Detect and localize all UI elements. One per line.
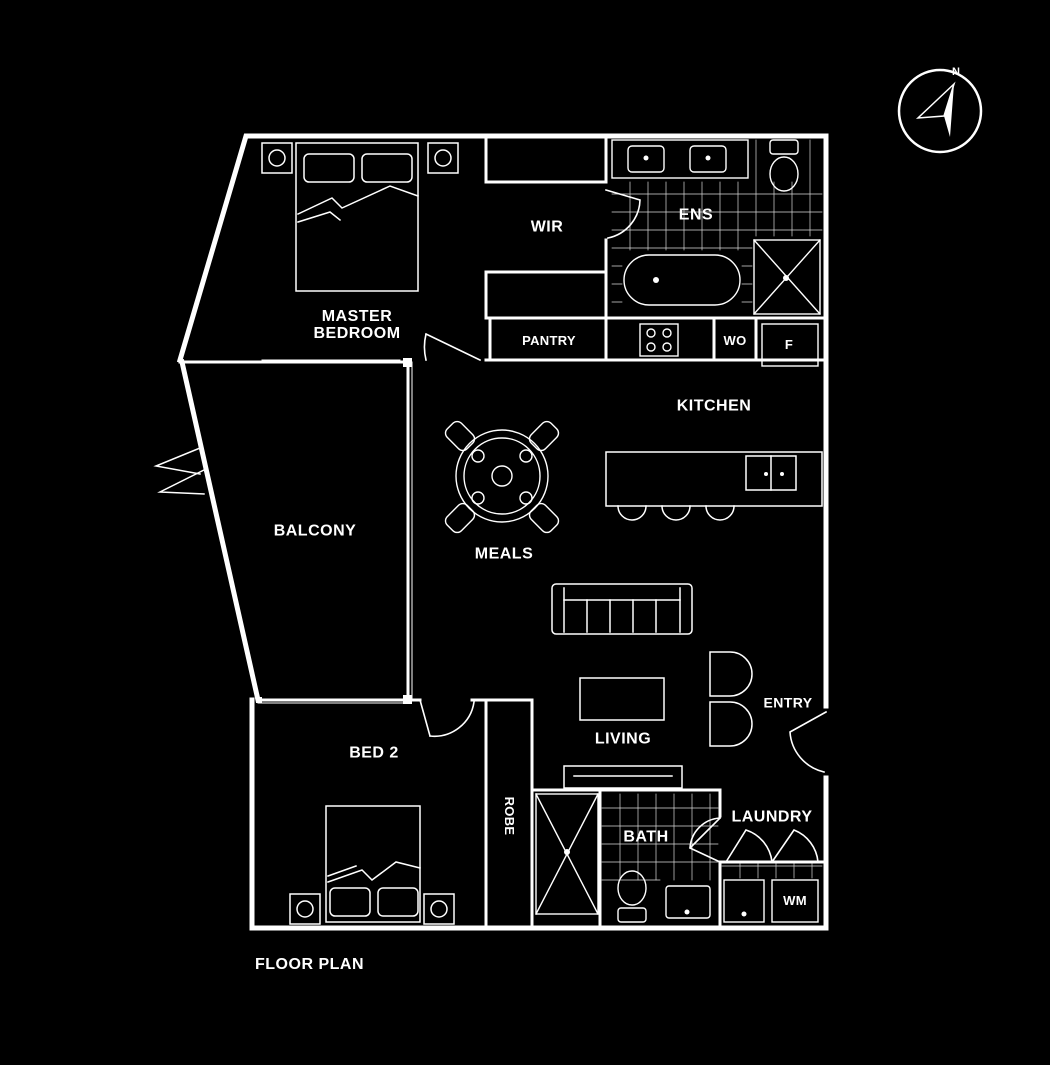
coffee-table-and-chairs [563,651,753,789]
meals-label: MEALS [474,545,534,563]
ens-label: ENS [678,206,714,224]
north-label: N [952,66,960,78]
laundry-label: LAUNDRY [731,808,813,826]
washing-machine-label: WM [783,893,807,909]
master-bedroom-label: MASTER BEDROOM [313,308,401,343]
living-label: LIVING [594,730,652,748]
floor-plan-caption: FLOOR PLAN [255,956,364,973]
kitchen-cooktop [639,323,819,367]
bath-label: BATH [623,828,669,846]
north-arrow-icon [897,68,983,154]
ensuite-fixtures [611,139,821,315]
kitchen-label: KITCHEN [676,397,752,415]
bath-tiles [601,793,823,881]
wir-label: WIR [530,218,564,236]
wall-posts [256,358,412,704]
wo-label: WO [723,333,747,349]
balcony-label: BALCONY [273,522,357,540]
bed-2 [289,805,455,925]
fridge-label: F [784,337,794,353]
master-bed [261,142,459,292]
ensuite-tiles [611,139,823,303]
sofa [551,583,693,635]
interior-walls [178,138,828,930]
door-swings [419,189,828,864]
robe-label: ROBE [501,796,517,836]
dining-table [444,420,560,534]
outer-walls [176,133,830,931]
kitchen-island [605,451,823,521]
balcony-sliding-doors [153,447,206,495]
pantry-label: PANTRY [522,333,576,349]
entry-label: ENTRY [763,694,813,711]
master-label-line2: BEDROOM [313,325,401,342]
bed-2-label: BED 2 [349,744,399,762]
fixture-dots [564,155,789,917]
master-label-line1: MASTER [321,308,393,326]
